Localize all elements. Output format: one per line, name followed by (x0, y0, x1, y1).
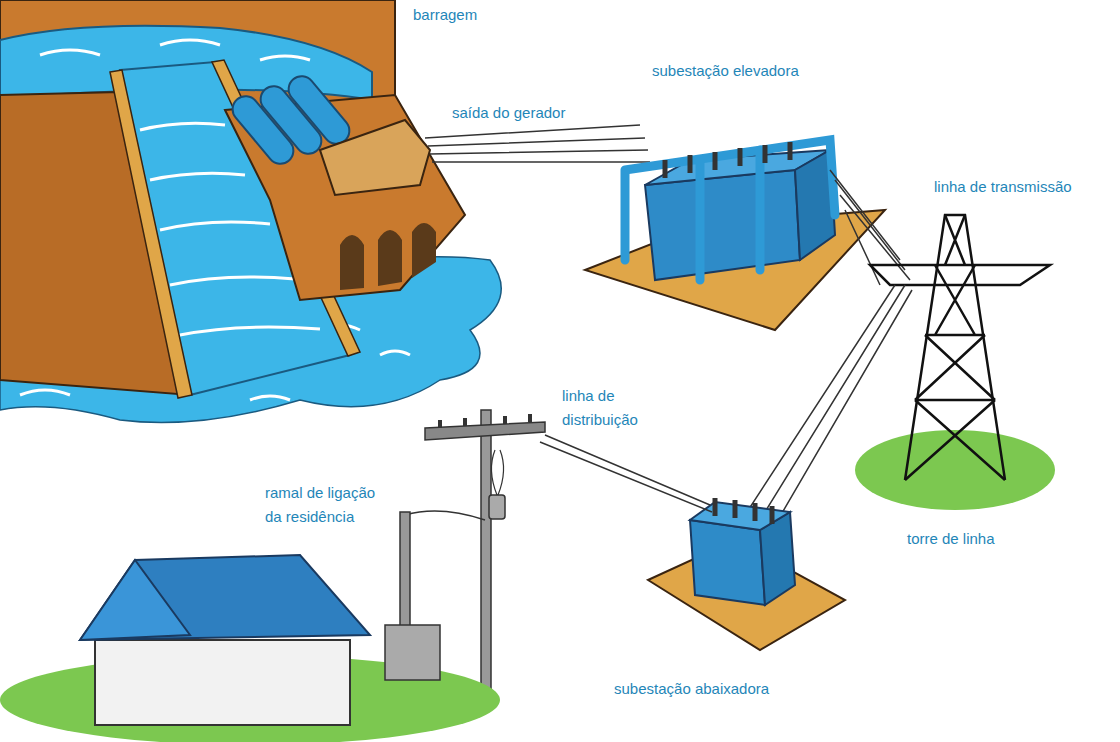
substation-label: subestação abaixadora (614, 677, 769, 701)
grass (855, 430, 1055, 510)
generator-house (320, 120, 430, 195)
generator-label: saída do gerador (452, 101, 565, 125)
substation-label: subestação elevadora (652, 59, 799, 83)
transmission-wires-2 (745, 285, 912, 525)
distribution-label: linha de distribuição (562, 384, 662, 432)
step-up-transformer (645, 170, 800, 280)
tower-label: torre de linha (907, 527, 995, 551)
service-label: ramal de ligação da residência (265, 481, 390, 529)
house-roof (80, 555, 370, 640)
transmission-wires (830, 170, 910, 285)
generator-wires (425, 125, 650, 162)
distribution-wires (540, 435, 712, 512)
step-down-transformer (690, 520, 765, 605)
utility-pole (481, 410, 491, 695)
dam-label: barragem (413, 3, 477, 27)
pole-transformer (489, 495, 505, 519)
meter-box (385, 625, 440, 680)
line-label: linha de transmissão (934, 175, 1072, 199)
house (95, 640, 350, 725)
service-drop (405, 511, 485, 520)
transmission-tower (870, 215, 1050, 480)
